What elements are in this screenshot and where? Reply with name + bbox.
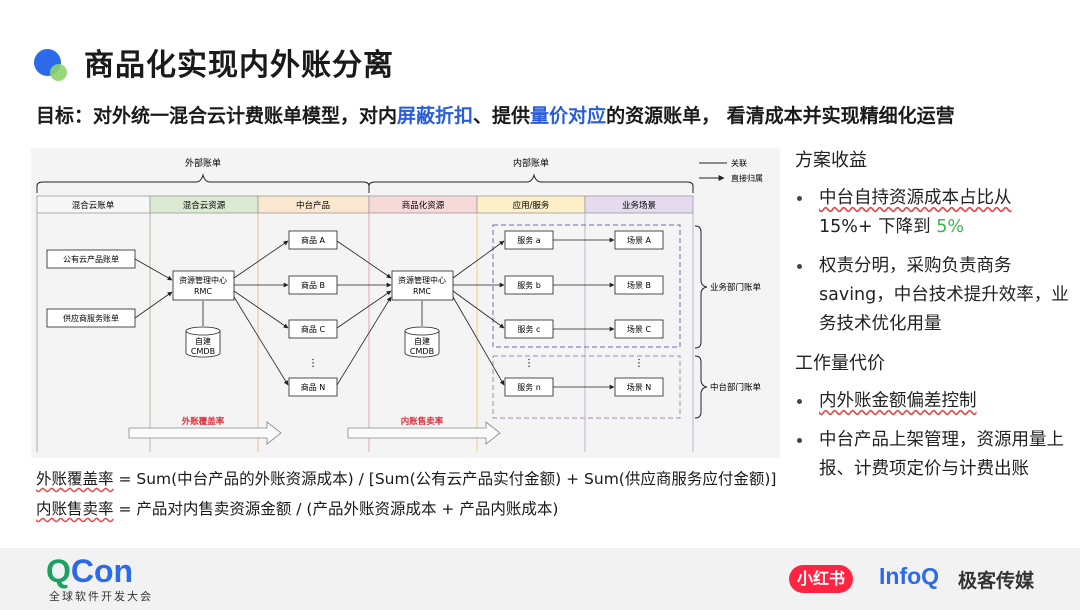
sale-ratio-label: 内账售卖率 — [401, 416, 444, 427]
rmc-title-right: 资源管理中心 — [398, 275, 446, 285]
scene-a-box — [614, 230, 664, 250]
bu-service-group — [492, 224, 681, 348]
goal-highlight-1: 屏蔽折扣 — [397, 105, 474, 127]
coverage-ratio-label: 外账覆盖率 — [181, 416, 225, 427]
product-a-box — [288, 230, 338, 250]
benefit-item-1: 中台自持资源成本占比从 15%+ 下降到 5% — [795, 184, 1075, 242]
sale-arrow-icon — [347, 421, 501, 445]
coverage-formula: 外账覆盖率 = Sum(中台产品的外账资源成本) / [Sum(公有云产品实付金… — [36, 467, 776, 489]
cmdb-title-left: 自建 — [195, 336, 211, 346]
service-a-label: 服务 a — [517, 235, 541, 245]
bu-dept-bill-label: 业务部门账单 — [710, 282, 762, 293]
cost-item-1: 内外账金额偏差控制 — [795, 387, 1075, 416]
vendor-bill-label: 供应商服务账单 — [63, 313, 119, 323]
xiaohongshu-logo: 小红书 — [789, 565, 854, 593]
scene-b-label: 场景 B — [627, 281, 651, 290]
benefits-title: 方案收益 — [795, 150, 867, 171]
internal-brace — [368, 173, 694, 193]
cmdb-sub-right: CMDB — [410, 347, 434, 356]
col-header-4: 商品化资源 — [402, 200, 445, 211]
qcon-subtitle: 全球软件开发大会 — [49, 590, 153, 603]
goal-text-3: 的资源账单， 看清成本并实现精细化运营 — [606, 105, 955, 127]
product-a-label: 商品 A — [301, 235, 326, 245]
product-c-box — [288, 319, 338, 339]
infoq-logo: InfoQ — [879, 563, 940, 589]
scene-c-box — [614, 319, 664, 339]
goal-text-1: 目标：对外统一混合云计费账单模型，对内 — [36, 105, 398, 127]
col-header-5: 应用/服务 — [513, 200, 550, 211]
col-header-2: 混合云资源 — [183, 200, 226, 211]
footer: QCon 全球软件开发大会 小红书 InfoQ 极客传媒 — [0, 548, 1080, 610]
title-decoration — [34, 49, 74, 89]
col-header-6: 业务场景 — [622, 200, 656, 211]
product-n-label: 商品 N — [301, 382, 326, 392]
scene-ellipsis: ⋮ — [634, 358, 644, 369]
goal-statement: 目标：对外统一混合云计费账单模型，对内屏蔽折扣、提供量价对应的资源账单， 看清成… — [36, 101, 955, 128]
coverage-formula-body: = Sum(中台产品的外账资源成本) / [Sum(公有云产品实付金额) + S… — [113, 470, 777, 488]
green-dot-icon — [50, 64, 67, 81]
cost-2-text-a: 中台产品上架管理， — [819, 430, 977, 450]
sale-formula-body: = 产品对内售卖资源金额 / (产品外账资源成本 + 产品内账成本) — [113, 500, 559, 518]
scene-c-label: 场景 C — [627, 325, 652, 334]
scene-a-label: 场景 A — [627, 236, 652, 245]
product-c-label: 商品 C — [301, 324, 326, 334]
product-n-box — [288, 377, 338, 397]
product-b-label: 商品 B — [301, 280, 325, 290]
cost-item-2: 中台产品上架管理，资源用量上报、计费项定价与计费出账 — [795, 426, 1075, 484]
qcon-logo-q: Q — [46, 553, 71, 589]
scene-n-label: 场景 N — [627, 383, 652, 392]
bu-brace — [694, 225, 708, 349]
benefit-1-highlight: 5% — [936, 217, 964, 237]
benefit-item-2: 权责分明，采购负责商务saving，中台技术提升效率，业务技术优化用量 — [795, 252, 1075, 339]
legend-related-label: 关联 — [731, 158, 747, 168]
rmc-sub-left: RMC — [194, 287, 212, 296]
cmdb-sub-left: CMDB — [191, 347, 215, 356]
cmdb-title-right: 自建 — [414, 336, 430, 346]
mid-service-group — [492, 355, 681, 419]
mid-brace — [694, 355, 708, 419]
product-ellipsis: ⋮ — [308, 358, 318, 369]
geekbang-media-label: 极客传媒 — [958, 570, 1035, 592]
service-c-label: 服务 c — [518, 324, 541, 334]
service-n-label: 服务 n — [517, 382, 541, 392]
mid-dept-bill-label: 中台部门账单 — [710, 382, 762, 393]
internal-bill-label: 内部账单 — [513, 157, 549, 169]
billing-diagram: 外部账单 内部账单 关联 直接归属 混合云账单 混合云资源 中台产品 商品化资源… — [31, 148, 780, 458]
cmdb-right-icon — [404, 326, 440, 358]
col-header-3: 中台产品 — [296, 200, 330, 211]
col-header-1: 混合云账单 — [72, 200, 115, 211]
service-b-label: 服务 b — [517, 280, 541, 290]
service-ellipsis: ⋮ — [524, 358, 534, 369]
rmc-sub-right: RMC — [413, 287, 431, 296]
goal-highlight-2: 量价对应 — [530, 105, 607, 127]
goal-text-2: 、提供 — [473, 105, 531, 127]
right-panel: 方案收益 中台自持资源成本占比从 15%+ 下降到 5% 权责分明，采购负责商务s… — [795, 146, 1075, 494]
scene-n-box — [614, 377, 664, 397]
external-brace — [36, 173, 370, 193]
public-cloud-bill-label: 公有云产品账单 — [63, 254, 119, 264]
benefit-1-text-a: 中台自持资源成本占比从 — [819, 188, 1012, 208]
qcon-logo: QCon — [46, 553, 133, 590]
page-title: 商品化实现内外账分离 — [84, 48, 394, 83]
cost-2-text-b: 资源用量上报、计费项定价与计费出账 — [819, 430, 1064, 479]
scene-b-box — [614, 275, 664, 295]
rmc-box-left — [172, 270, 235, 301]
rmc-title-left: 资源管理中心 — [179, 275, 227, 285]
external-bill-label: 外部账单 — [185, 157, 221, 169]
sale-formula-label: 内账售卖率 — [36, 500, 114, 518]
legend-direct-label: 直接归属 — [731, 173, 763, 183]
cost-1-text: 内外账金额偏差控制 — [819, 391, 977, 411]
qcon-logo-con: Con — [70, 553, 134, 589]
cost-title: 工作量代价 — [795, 353, 885, 374]
rmc-box-right — [391, 270, 454, 301]
col-header-bg-6 — [584, 195, 694, 214]
benefit-1-text-b: 15%+ 下降到 — [819, 217, 937, 237]
sale-formula: 内账售卖率 = 产品对内售卖资源金额 / (产品外账资源成本 + 产品内账成本) — [36, 497, 558, 519]
coverage-arrow-icon — [128, 421, 282, 445]
cmdb-left-icon — [185, 326, 221, 358]
coverage-formula-label: 外账覆盖率 — [36, 470, 114, 488]
